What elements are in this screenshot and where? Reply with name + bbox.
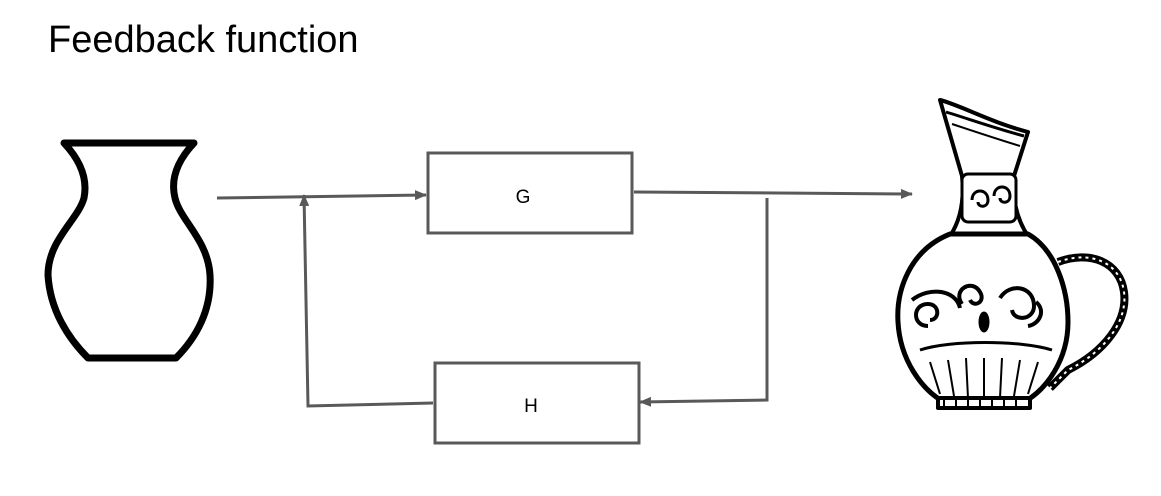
simple-vase-icon: [44, 139, 214, 362]
ornate-jug-icon: [895, 98, 1129, 410]
g-block-label: G: [516, 187, 531, 208]
diagram-title: Feedback function: [48, 19, 359, 61]
input-arrow: [216, 190, 427, 201]
g-block: G: [426, 151, 634, 235]
feedback-return-line: [299, 194, 434, 408]
feedback-pickoff-line: [639, 198, 769, 407]
h-block-label: H: [524, 396, 538, 417]
output-arrow: [633, 188, 913, 199]
h-block: H: [433, 361, 641, 445]
